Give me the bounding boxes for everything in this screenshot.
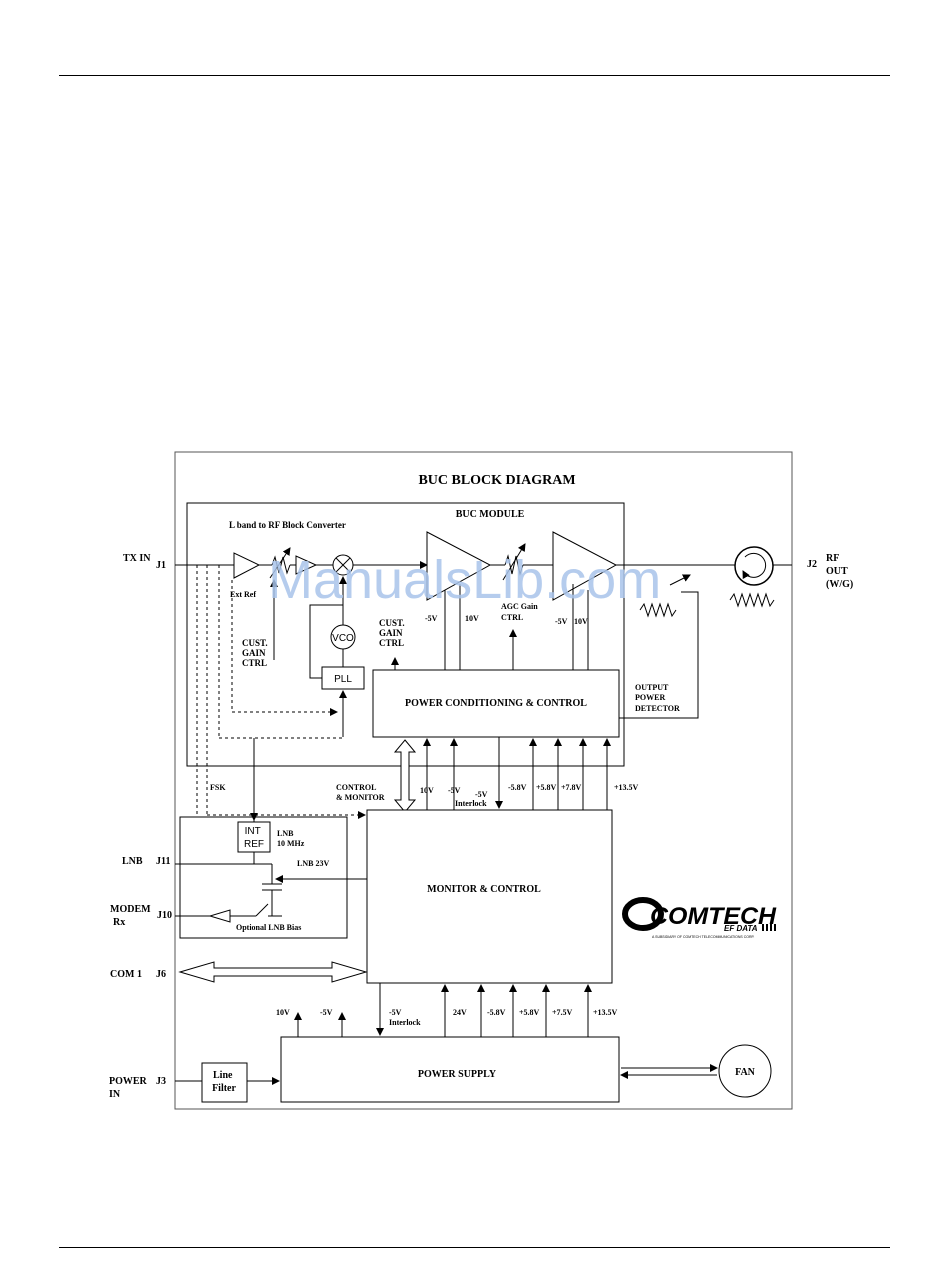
ps-p75-label: +7.5V (552, 1008, 573, 1017)
circulator (734, 546, 774, 586)
line-filter-label: Line Filter (212, 1070, 236, 1094)
j6-label: J6 (156, 969, 166, 980)
ps-m58-label: -5.8V (487, 1008, 506, 1017)
circulator-arrow (742, 552, 767, 580)
bottom-rule (59, 1247, 890, 1248)
j2-label: J2 (807, 559, 817, 570)
logo-sub: EF DATA (724, 924, 758, 933)
detector-coupler-arrow (669, 574, 691, 586)
int-ref-label: INT REF (244, 826, 264, 850)
optional-lnb-bias-label: Optional LNB Bias (236, 923, 301, 932)
input-amplifier (233, 552, 261, 579)
tx-in-label: TX IN (123, 553, 151, 564)
power-conditioning-label: POWER CONDITIONING & CONTROL (405, 698, 587, 709)
lnb-box (179, 816, 348, 939)
agc-attenuator (504, 554, 524, 576)
logo-tagline: A SUBSIDIARY OF COMTECH TELECOMMUNICATIO… (652, 935, 755, 939)
control-monitor-label: CONTROL & MONITOR (336, 783, 385, 802)
bus-p78-label: +7.8V (561, 783, 582, 792)
ext-ref-label: Ext Ref (230, 590, 256, 599)
converter-label: L band to RF Block Converter (229, 520, 346, 530)
j3-label: J3 (156, 1076, 166, 1087)
com1-bus (178, 961, 368, 983)
output-power-detector: OUTPUT POWER DETECTOR (635, 683, 680, 713)
lnb-port-label: LNB (122, 856, 143, 867)
outer-frame (174, 451, 793, 1110)
ps-24v-label: 24V (453, 1008, 467, 1017)
termination-resistor (729, 592, 775, 608)
bus-p135-label: +13.5V (614, 783, 639, 792)
lnb-23v-label: LNB 23V (297, 859, 329, 868)
modem-rx-label: MODEM Rx (110, 904, 153, 928)
amp1-pos-label: 10V (465, 614, 479, 623)
bus-10v-label: 10V (420, 786, 434, 795)
top-rule (59, 75, 890, 76)
fan (718, 1044, 772, 1098)
pll-feedback (309, 577, 344, 679)
line-filter-box (201, 1062, 248, 1103)
control-monitor-bus (393, 739, 417, 813)
agc-gain-ctrl: AGC Gain CTRL (501, 602, 540, 622)
detector-resistor (639, 602, 677, 618)
monitor-control-label: MONITOR & CONTROL (427, 884, 541, 895)
j10-label: J10 (157, 910, 172, 921)
pll-label: PLL (334, 674, 352, 685)
cust-gain-ctrl-1: CUST. GAIN CTRL (242, 638, 270, 668)
monitor-control-box (366, 809, 613, 984)
attenuator-1 (271, 555, 291, 575)
power-supply-box (280, 1036, 620, 1103)
power-supply-label: POWER SUPPLY (418, 1069, 497, 1080)
amp2-pos-label: 10V (574, 617, 588, 626)
int-ref (237, 821, 271, 853)
attenuator-1-arrow (269, 547, 291, 579)
fan-label: FAN (735, 1067, 756, 1078)
pre-amplifier (295, 555, 318, 575)
bus-interlock-label: -5V Interlock (455, 790, 489, 808)
j1-label: J1 (156, 560, 166, 571)
comtech-logo: COMTECH EF DATA A SUBSIDIARY OF COMTECH … (622, 897, 777, 939)
logo-brand: COMTECH (650, 903, 777, 930)
power-amplifier-2 (552, 531, 618, 601)
mixer-cross (335, 557, 351, 573)
lnb-10mhz-label: LNB 10 MHz (277, 829, 305, 848)
detector-line (619, 591, 699, 719)
bus-p58-label: +5.8V (536, 783, 557, 792)
amp2-neg-label: -5V (555, 617, 568, 626)
rf-out-label: RF OUT (W/G) (826, 553, 853, 590)
modem-rx-amp (208, 909, 231, 923)
ps-interlock-label: -5V Interlock (389, 1008, 421, 1027)
watermark: ManualsLib.com (268, 550, 661, 610)
vco-label: VCO (332, 633, 354, 644)
bus-m5v-label: -5V (448, 786, 461, 795)
power-amplifier-1 (426, 531, 492, 601)
power-in-label: POWER IN (109, 1076, 149, 1100)
power-conditioning-box (372, 669, 620, 738)
fsk-label: FSK (210, 783, 226, 792)
amp1-neg-label: -5V (425, 614, 438, 623)
diagram-title: BUC BLOCK DIAGRAM (418, 473, 575, 488)
cust-gain-ctrl-2: CUST. GAIN CTRL (379, 618, 407, 648)
agc-attenuator-arrow (502, 543, 526, 581)
ps-10v-label: 10V (276, 1008, 290, 1017)
ps-p135-label: +13.5V (593, 1008, 618, 1017)
bus-m58-label: -5.8V (508, 783, 527, 792)
com1-label: COM 1 (110, 969, 142, 980)
ps-m5v-label: -5V (320, 1008, 333, 1017)
j11-label: J11 (156, 856, 170, 867)
buc-module-title: BUC MODULE (456, 509, 525, 520)
lnb-bias-switch (255, 903, 269, 917)
ps-p58-label: +5.8V (519, 1008, 540, 1017)
